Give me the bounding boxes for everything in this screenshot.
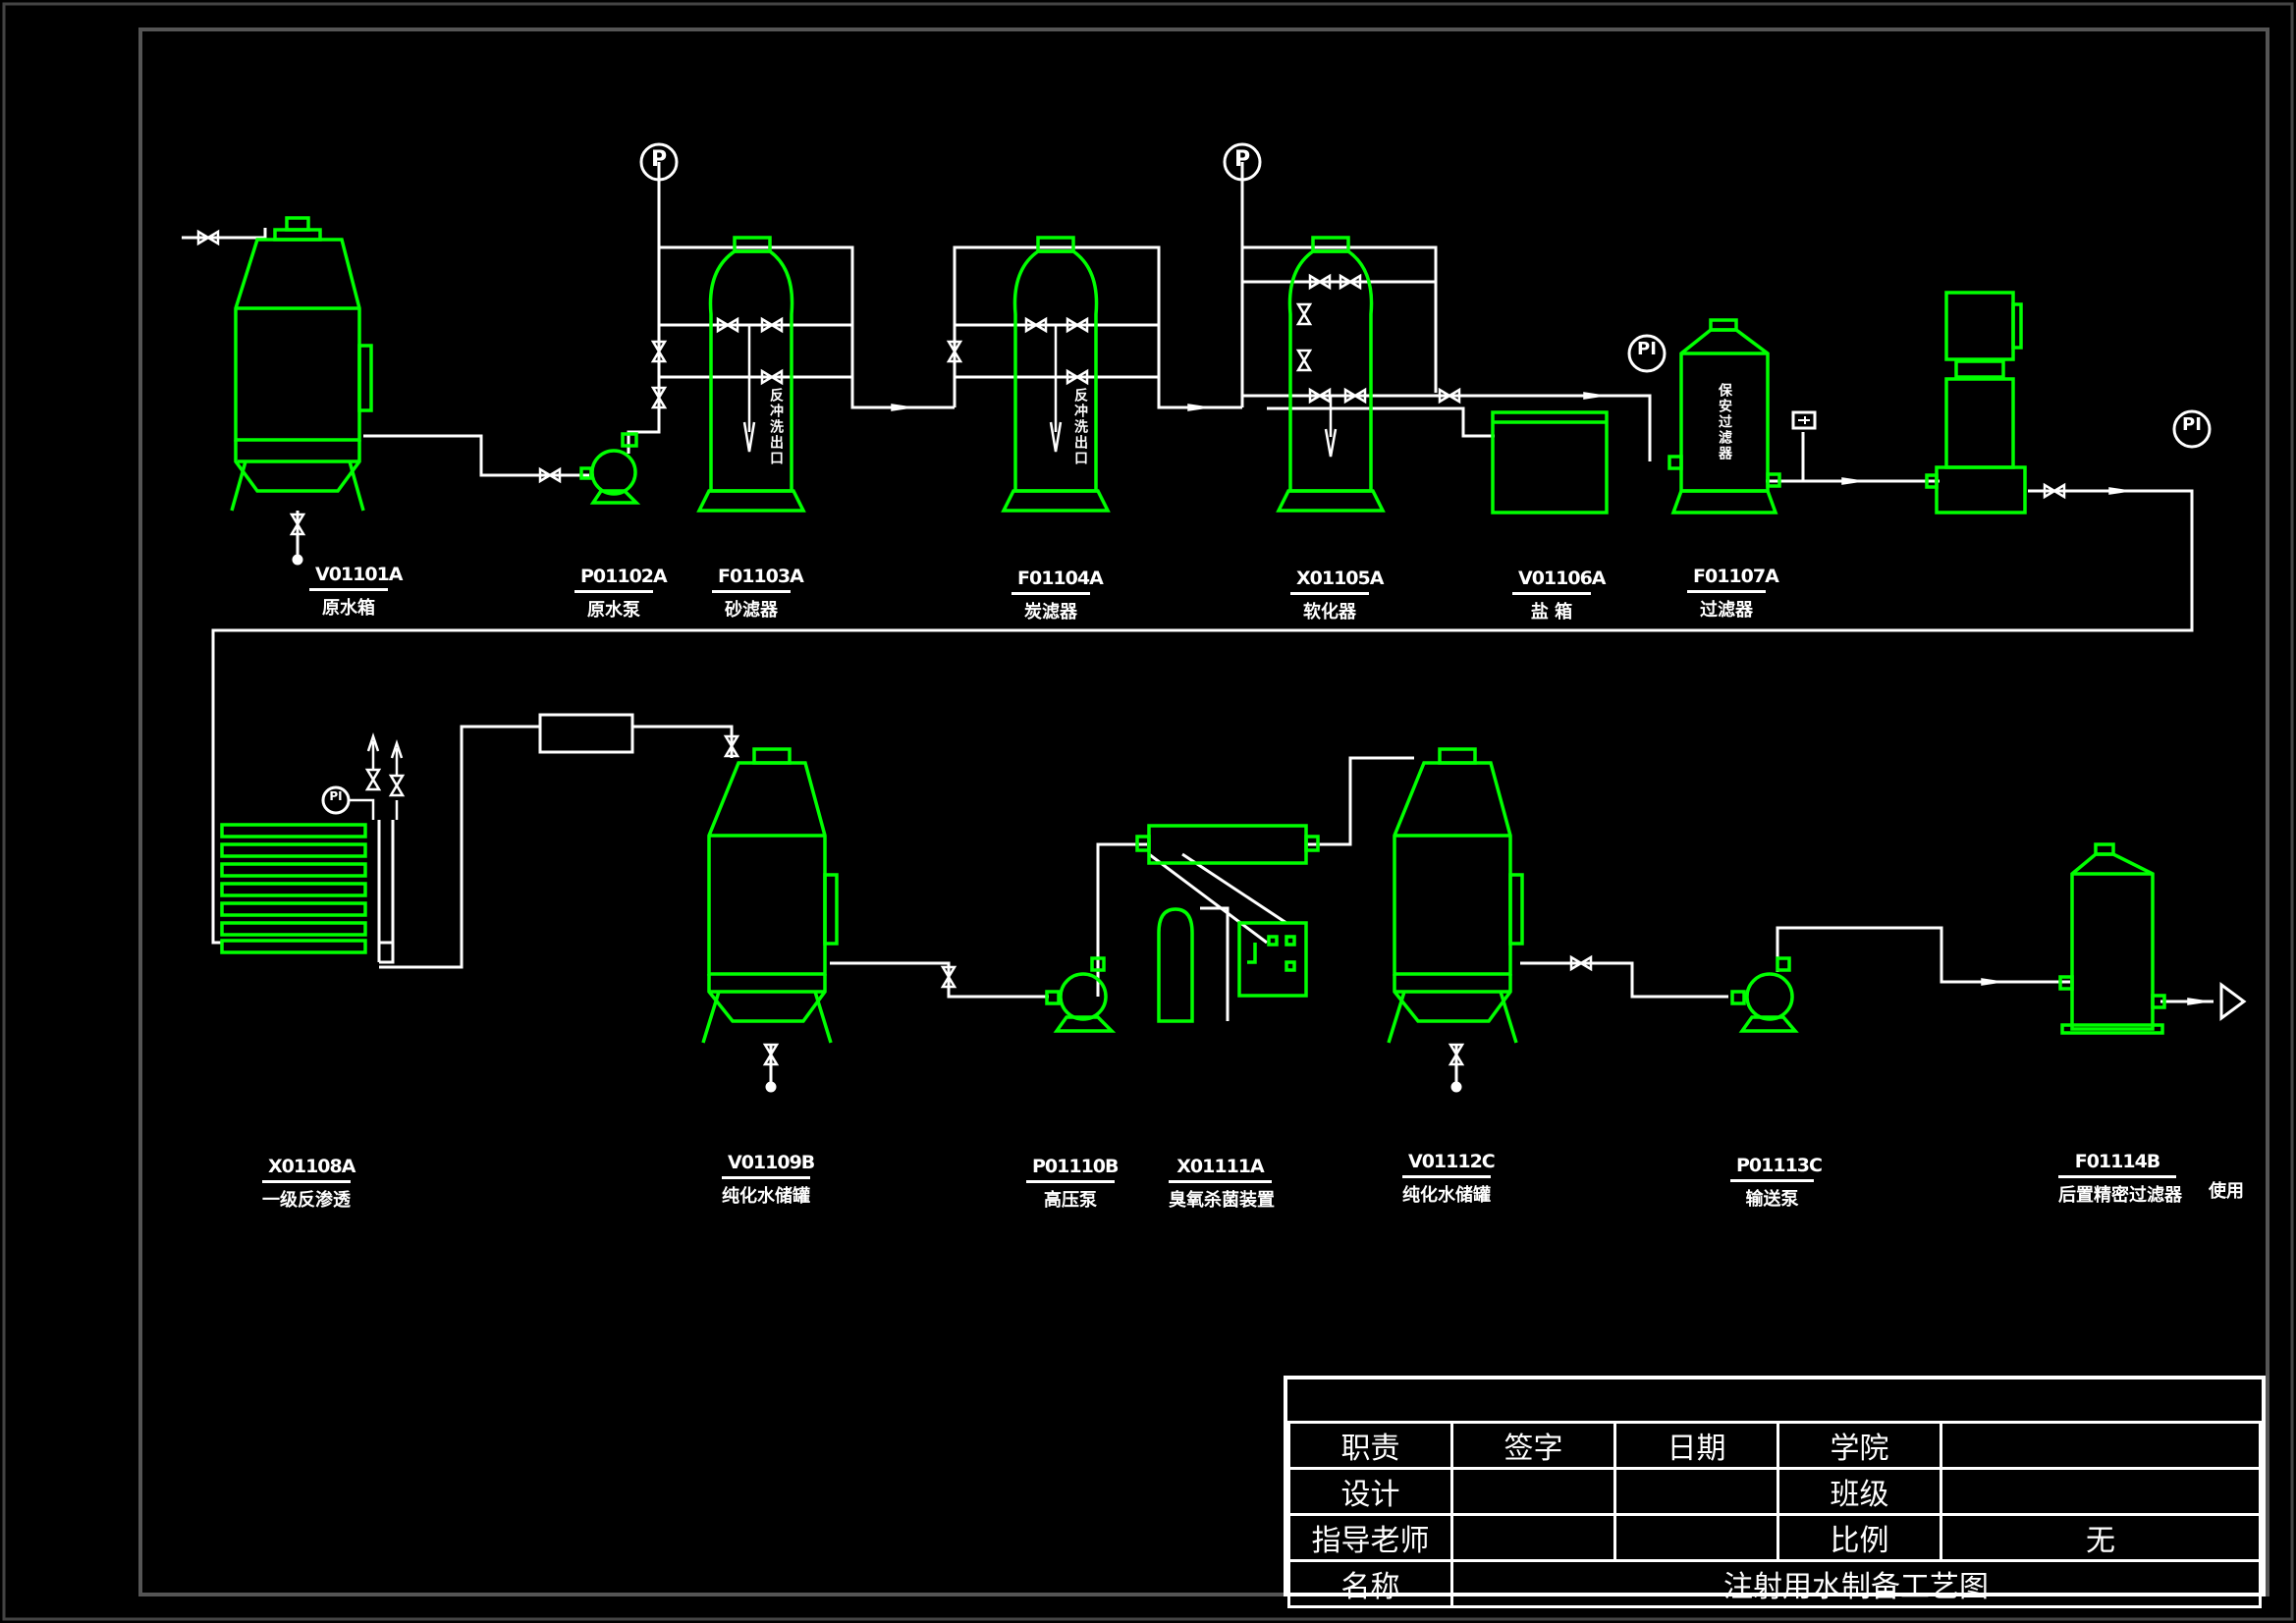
tb-teacher-label: 指导老师 [1287,1513,1453,1562]
raw-water-pump-P01102A [579,432,641,505]
ro-unit-X01108A [220,823,367,954]
title-block: 职责 签字 日期 学院 设计 班级 指导老师 比例 无 名称 注射用水制备工艺图 [1284,1376,2266,1608]
pressure-gauge-label: P [1233,147,1251,172]
purified-water-tank-V01112C [1387,747,1524,1044]
tb-scale-value: 无 [1940,1513,2262,1562]
tb-sign-header: 签字 [1450,1421,1616,1470]
high-pressure-pump-P01110B [1045,956,1117,1033]
tb-scale-label: 比例 [1777,1513,1942,1562]
carbon-filter-F01104A [1001,236,1111,513]
backwash-label: 反冲洗出口 [768,388,784,466]
tb-role-header: 职责 [1287,1421,1453,1470]
tb-name-value: 注射用水制备工艺图 [1450,1559,2262,1608]
pressure-indicator-label: PI [1637,339,1657,359]
row2-piping [211,630,2214,1090]
filter-label: 保安过滤器 [1717,383,1732,461]
pressure-indicator-label: PI [2182,414,2202,435]
purified-water-tank-V01109B [701,747,839,1044]
precision-filter-F01114B [2058,842,2166,1035]
pressure-indicator-label: PI [329,789,343,803]
tb-teacher-sign [1450,1513,1616,1562]
raw-water-tank-V01101A [230,216,373,512]
tb-date-header: 日期 [1613,1421,1779,1470]
tb-design-date [1613,1467,1779,1516]
row1-piping [182,162,2194,943]
pressure-gauge-label: P [650,147,668,172]
inner-frame [138,27,2269,1596]
ozone-sterilizer-X01111A [1135,824,1320,1023]
sand-filter-F01103A [696,236,806,513]
tb-class-value [1940,1467,2262,1516]
tb-class-label: 班级 [1777,1467,1942,1516]
tb-college-value [1940,1421,2262,1470]
use-point-label: 使用 [2209,1181,2244,1202]
softener-X01105A [1276,236,1386,513]
tb-design-label: 设计 [1287,1467,1453,1516]
salt-tank-V01106A [1491,410,1609,514]
tb-teacher-date [1613,1513,1779,1562]
pretreatment-unit [1925,291,2027,514]
tb-college-header: 学院 [1777,1421,1942,1470]
security-filter-F01107A [1667,318,1781,514]
tb-design-sign [1450,1467,1616,1516]
backwash-label: 反冲洗出口 [1072,388,1088,466]
transfer-pump-P01113C [1730,956,1799,1033]
tb-name-label: 名称 [1287,1559,1453,1608]
